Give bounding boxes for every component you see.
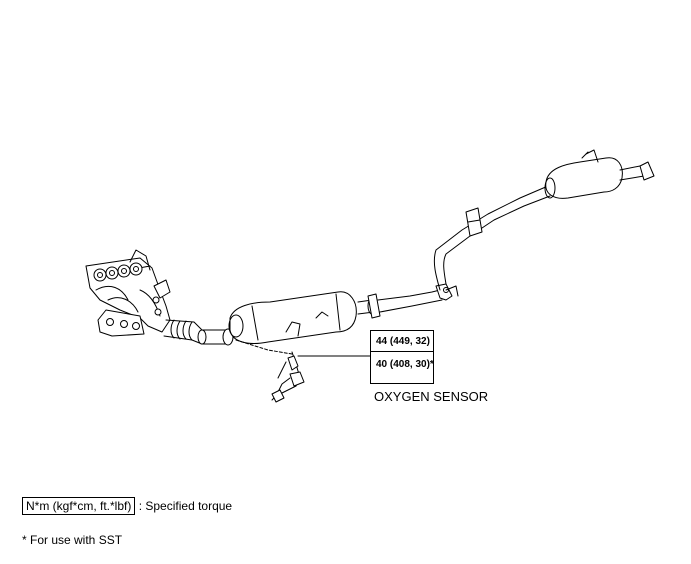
oxygen-sensor xyxy=(271,351,305,403)
exhaust-manifold xyxy=(85,249,171,333)
catalytic-converter xyxy=(228,291,357,344)
torque-unit-description: : Specified torque xyxy=(138,499,233,513)
torque-value-primary: 44 (449, 32) xyxy=(376,336,430,347)
tail-pipe xyxy=(433,185,551,291)
torque-legend: N*m (kgf*cm, ft.*lbf) : Specified torque xyxy=(22,497,232,515)
manifold-bracket xyxy=(97,309,145,337)
front-exhaust-pipe xyxy=(163,319,234,346)
torque-unit-box: N*m (kgf*cm, ft.*lbf) xyxy=(22,497,136,515)
center-pipe xyxy=(357,283,459,319)
oxygen-sensor-label: OXYGEN SENSOR xyxy=(374,389,489,404)
torque-divider xyxy=(371,351,433,352)
torque-value-sst: 40 (408, 30)* xyxy=(376,359,434,370)
sst-footnote: * For use with SST xyxy=(22,533,123,547)
torque-callout-box: 44 (449, 32) 40 (408, 30)* xyxy=(370,330,434,384)
muffler xyxy=(544,149,655,199)
oxygen-sensor-leader xyxy=(235,339,293,355)
